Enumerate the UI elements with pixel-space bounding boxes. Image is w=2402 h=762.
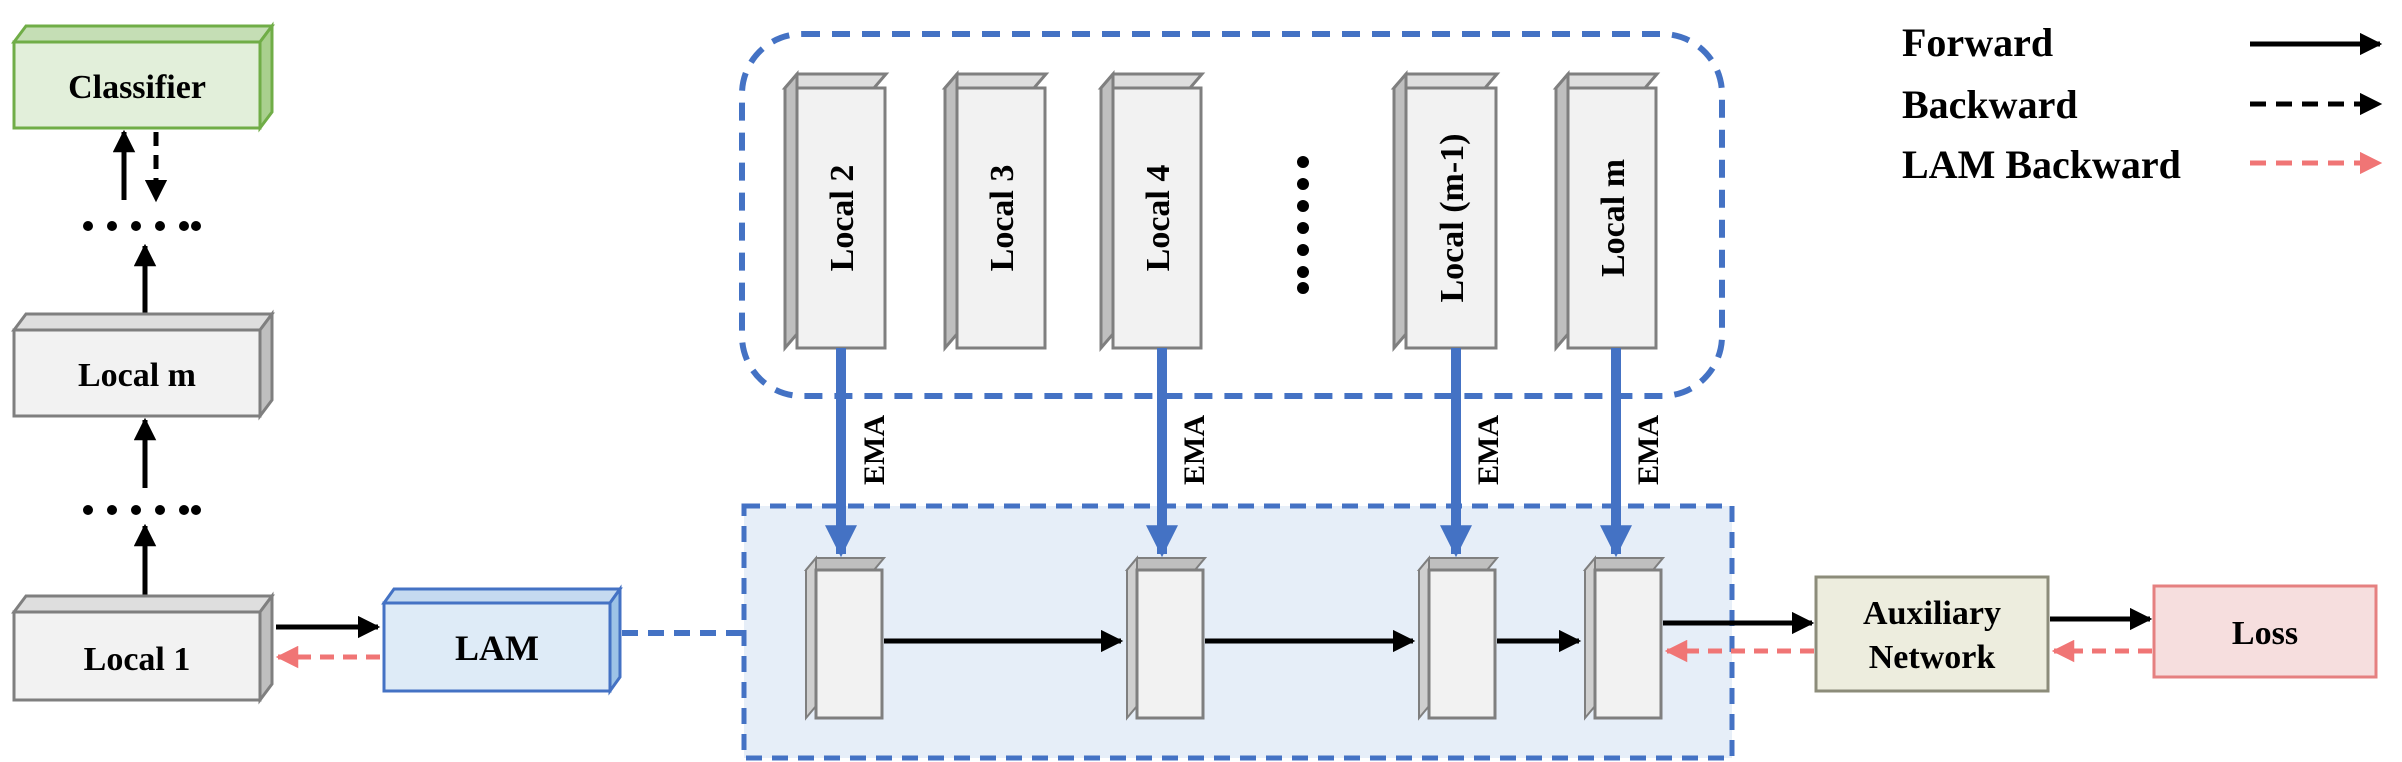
left-stack: Classifier Local m [11, 21, 275, 705]
auxiliary-network-block: Auxiliary Network [1814, 575, 2050, 693]
dots-upper [83, 221, 201, 231]
ema-label-1: EMA [858, 415, 891, 485]
legend-lam-backward-label: LAM Backward [1902, 142, 2181, 187]
top-local-m-1-label: Local (m-1) [1434, 133, 1471, 302]
lam-block: LAM [381, 584, 623, 696]
local-m-left-label: Local m [78, 357, 196, 394]
aux-block-1 [803, 555, 887, 721]
local-1-block: Local 1 [11, 591, 275, 705]
aux-network-label-line1: Auxiliary [1863, 595, 2001, 632]
auxiliary-region [741, 503, 1735, 761]
ema-label-2: EMA [1178, 415, 1211, 485]
top-vertical-dots [1297, 156, 1309, 294]
loss-block: Loss [2152, 584, 2378, 679]
classifier-label: Classifier [68, 69, 206, 106]
local-1-label: Local 1 [84, 641, 191, 678]
top-local-m-label: Local m [1595, 159, 1632, 277]
top-local-2-block: Local 2 [781, 69, 890, 353]
ema-source-group [739, 31, 1725, 399]
top-local-4-label: Local 4 [1140, 165, 1177, 272]
aux-network-label-line2: Network [1869, 639, 1996, 676]
legend: Forward Backward LAM Backward [1902, 20, 2383, 187]
aux-block-4 [1582, 555, 1666, 721]
dots-lower [83, 505, 201, 515]
legend-backward-label: Backward [1902, 82, 2078, 127]
ema-arrows: EMA EMA EMA EMA [824, 348, 1665, 558]
top-local-m-block: Local m [1552, 69, 1661, 353]
local-m-block-left: Local m [11, 309, 275, 421]
loss-label: Loss [2232, 615, 2298, 652]
aux-block-3 [1416, 555, 1500, 721]
ema-label-3: EMA [1472, 415, 1505, 485]
classifier-block: Classifier [11, 21, 275, 133]
lam-label: LAM [455, 628, 539, 668]
top-local-m-1-block: Local (m-1) [1390, 69, 1501, 353]
top-local-3-label: Local 3 [984, 165, 1021, 272]
legend-forward-label: Forward [1902, 20, 2053, 65]
top-local-4-block: Local 4 [1097, 69, 1206, 353]
aux-block-2 [1124, 555, 1208, 721]
top-local-3-block: Local 3 [941, 69, 1050, 353]
ema-label-4: EMA [1632, 415, 1665, 485]
top-local-2-label: Local 2 [824, 165, 861, 272]
